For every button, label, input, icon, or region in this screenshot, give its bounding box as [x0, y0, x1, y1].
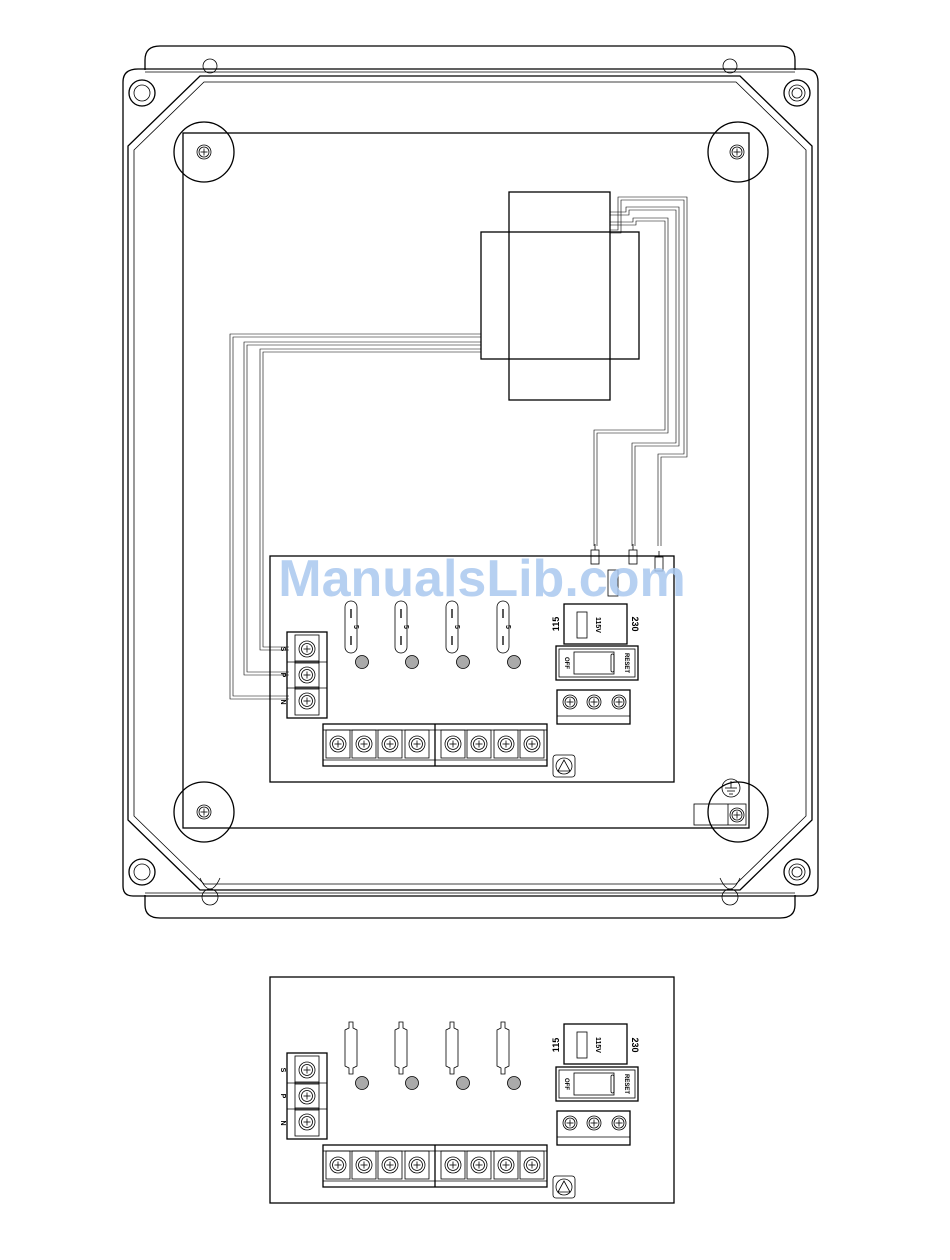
watermark: ManualsLib.com: [278, 550, 685, 608]
